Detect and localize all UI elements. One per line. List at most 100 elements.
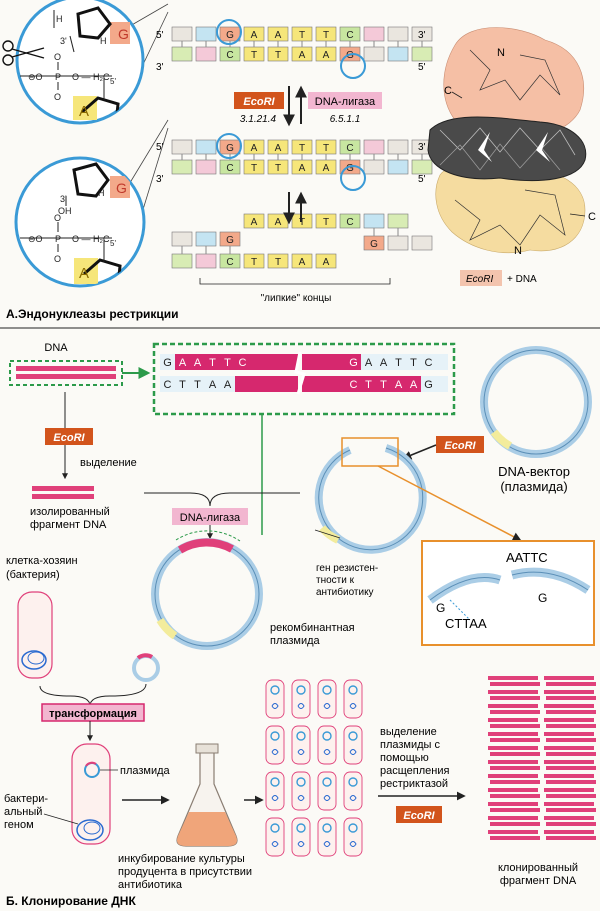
cloned-fragment — [490, 710, 540, 714]
inset-arrow — [377, 465, 522, 541]
nucleotide-block — [387, 213, 409, 229]
sequence-cell — [391, 376, 406, 392]
phosphate-o: O — [54, 254, 61, 264]
isolated-fragment — [32, 486, 94, 491]
nucleotide-block — [195, 253, 217, 269]
release-label: выделение — [80, 457, 137, 469]
ecori-label: EcoRI — [53, 432, 85, 444]
nucleotide-block — [411, 46, 433, 62]
ligase-ec-number: 6.5.1.1 — [330, 114, 361, 125]
sequence-cell — [175, 354, 190, 370]
atom-h: H — [100, 36, 107, 46]
ecori-label: EcoRI — [444, 440, 476, 452]
base-letter: C — [226, 257, 233, 268]
sequence-cell — [205, 376, 220, 392]
base-letter: G — [370, 239, 378, 250]
inset-sequence-top: AATTC — [506, 550, 548, 565]
sequence-cell — [361, 376, 376, 392]
atom-oh: OH — [58, 206, 72, 216]
isolation-label: рестриктазой — [380, 778, 448, 790]
scissors-icon — [2, 40, 45, 66]
base-letter: C — [346, 217, 353, 228]
host-cell-label: (бактерия) — [6, 569, 60, 581]
protein-caption-box — [460, 270, 502, 286]
base-letter: T — [179, 379, 186, 391]
base-letter: C — [226, 163, 233, 174]
cloned-fragment — [488, 718, 538, 722]
strand-end-label: 5' — [418, 62, 426, 73]
sequence-cell — [406, 354, 421, 370]
resistance-gene-label: ген резистен- — [316, 563, 378, 574]
sequence-cell — [220, 354, 235, 370]
isolation-label: выделение — [380, 726, 437, 738]
base-letter: T — [410, 357, 417, 369]
sticky-ends-label: "липкие" концы — [261, 293, 332, 304]
atom-h: H — [98, 188, 105, 198]
base-letter: A — [323, 50, 330, 61]
nucleotide-block — [363, 213, 385, 229]
base-letter: A — [299, 257, 306, 268]
base-letter: A — [299, 163, 306, 174]
dna-strand — [16, 366, 116, 371]
vector-plasmid — [480, 346, 592, 458]
section-a-title: А.Эндонуклеазы рестрикции — [6, 307, 179, 321]
base-letter: T — [275, 163, 281, 174]
base-letter: A — [395, 379, 403, 391]
base-letter: G — [226, 235, 234, 246]
base-letter: C — [346, 30, 353, 41]
cloned-fragment — [490, 724, 540, 728]
nucleotide-block — [315, 253, 337, 269]
base-letter: G — [346, 163, 354, 174]
transformation-box — [41, 703, 145, 722]
cloned-fragment — [490, 738, 540, 742]
cloned-fragments — [488, 676, 596, 840]
nucleotide-block — [267, 253, 289, 269]
cloned-fragment — [490, 822, 540, 826]
nucleotide-block — [363, 46, 385, 62]
strand-end-label: 3' — [156, 62, 164, 73]
nucleotide-block — [171, 159, 193, 175]
base-letter: A — [275, 30, 282, 41]
base-letter: A — [410, 379, 418, 391]
ecori-label: EcoRI — [243, 96, 275, 108]
cloned-fragment — [488, 690, 538, 694]
cloned-fragment — [488, 760, 538, 764]
base-letter: A — [299, 50, 306, 61]
cloned-fragment — [546, 752, 596, 756]
sequence-cell — [175, 376, 190, 392]
base-letter: T — [395, 357, 402, 369]
base-g-block — [110, 22, 130, 44]
base-letter: C — [226, 50, 233, 61]
transformation-label: трансформация — [49, 708, 137, 720]
cut-vector-plasmid — [314, 444, 427, 554]
base-letter: T — [251, 50, 257, 61]
protein-caption-dna: + DNA — [507, 274, 537, 285]
cloned-fragment — [490, 766, 540, 770]
base-letter: G — [349, 357, 358, 369]
cut-site-highlight — [341, 437, 399, 467]
cloned-fragment — [546, 780, 596, 784]
phosphate-o: O — [54, 92, 61, 102]
phosphate-p: P — [55, 72, 61, 82]
protein-c-terminus: C — [444, 85, 452, 97]
base-letter: A — [251, 217, 258, 228]
cloned-label: фрагмент DNA — [500, 875, 577, 887]
sequence-cell — [361, 354, 376, 370]
base-letter: A — [365, 357, 373, 369]
dna-selection-box — [9, 360, 123, 386]
cloned-fragment — [544, 704, 594, 708]
cloned-fragment — [546, 710, 596, 714]
magnified-intact-bond: 3' H H G O ⊖O P O — H₂C O 5' A — [2, 0, 145, 125]
protein-c-terminus: C — [588, 211, 596, 223]
sequence-cell — [190, 376, 205, 392]
base-a-label: A — [79, 265, 89, 282]
base-letter: C — [164, 379, 172, 391]
cleavage-site-marker — [340, 53, 366, 79]
sequence-cell — [235, 354, 250, 370]
cloned-fragment — [490, 682, 540, 686]
culture-flask — [176, 743, 238, 847]
base-letter: A — [194, 357, 202, 369]
phosphate-minus-o: ⊖O — [28, 72, 43, 82]
phosphate-p: P — [55, 234, 61, 244]
